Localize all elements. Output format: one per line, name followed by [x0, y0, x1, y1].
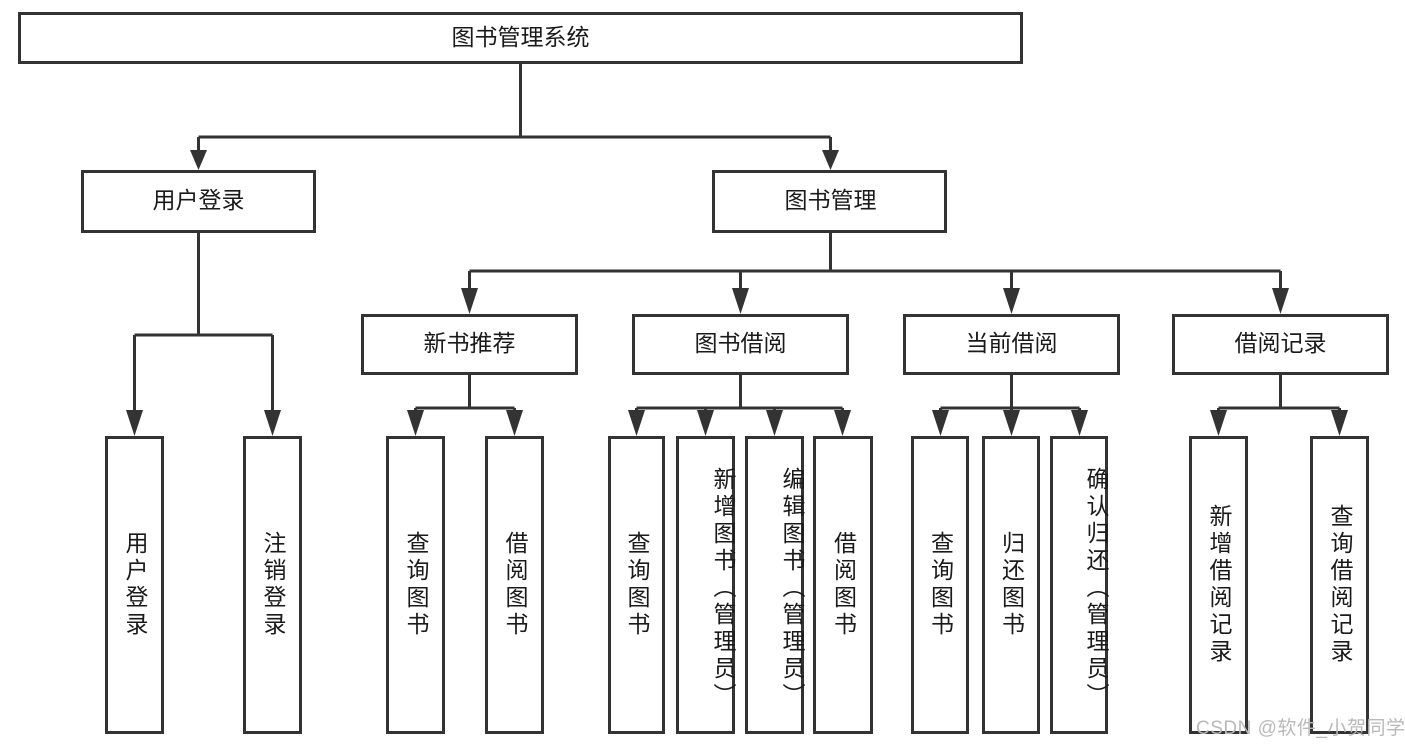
leaf-box-query-book-2[interactable] [608, 436, 665, 734]
edges-newbook-to-leaves [407, 375, 523, 436]
leaf-box-confirm-return[interactable] [1050, 436, 1108, 734]
node-new-book-recommend-box[interactable] [361, 314, 578, 375]
edges-root-to-level2 [190, 64, 839, 170]
arrow-to-user-login [190, 150, 207, 170]
node-borrow-record-box[interactable] [1172, 314, 1389, 375]
leaf-box-edit-book[interactable] [745, 436, 804, 734]
arrow-to-leaf-add-record [1210, 410, 1227, 436]
node-book-management-label: 图书管理 [785, 187, 877, 213]
node-borrow-record-label: 借阅记录 [1235, 330, 1327, 356]
arrow-to-leaf-borrow-book-1 [506, 410, 523, 436]
arrow-to-leaf-user-login [126, 410, 143, 436]
arrow-to-leaf-query-book-3 [932, 410, 949, 436]
leaf-box-query-book-1[interactable] [386, 436, 445, 734]
edges-record-to-leaves [1210, 375, 1348, 436]
node-user-login-label: 用户登录 [153, 187, 245, 213]
node-root-label: 图书管理系统 [452, 24, 590, 50]
leaf-box-borrow-book-1[interactable] [485, 436, 544, 734]
leaf-box-user-login[interactable] [105, 436, 164, 734]
arrow-to-current [1003, 288, 1020, 314]
edges-current-to-leaves [932, 375, 1088, 436]
arrow-to-borrow [732, 288, 749, 314]
edges-borrow-to-leaves [628, 375, 851, 436]
leaf-box-add-book[interactable] [676, 436, 735, 734]
leaf-box-borrow-book-2[interactable] [813, 436, 873, 734]
leaf-box-logout[interactable] [243, 436, 302, 734]
node-root-box[interactable] [18, 12, 1023, 64]
node-book-borrow-box[interactable] [632, 314, 849, 375]
node-new-book-recommend-label: 新书推荐 [424, 330, 516, 356]
node-book-management-box[interactable] [712, 170, 947, 233]
arrow-to-leaf-return-book [1003, 410, 1020, 436]
node-current-borrow-box[interactable] [903, 314, 1120, 375]
node-book-management[interactable]: 图书管理 [712, 170, 947, 233]
node-current-borrow-label: 当前借阅 [966, 330, 1058, 356]
arrow-to-leaf-confirm-return [1071, 410, 1088, 436]
arrow-to-newbook [461, 288, 478, 314]
leaf-box-query-record[interactable] [1310, 436, 1369, 734]
arrow-to-leaf-edit-book [766, 410, 783, 436]
node-book-borrow-label: 图书借阅 [695, 330, 787, 356]
arrow-to-leaf-logout [264, 410, 281, 436]
leaf-box-add-record[interactable] [1189, 436, 1248, 734]
node-book-borrow[interactable]: 图书借阅 [632, 314, 849, 375]
leaf-box-return-book[interactable] [982, 436, 1040, 734]
arrow-to-book-mgmt [822, 150, 839, 170]
leaf-box-query-book-3[interactable] [911, 436, 969, 734]
edges-userlogin-to-leaves [126, 233, 281, 436]
edges-bookmgmt-to-level3 [461, 233, 1289, 314]
arrow-to-leaf-add-book [697, 410, 714, 436]
arrow-to-leaf-borrow-book-2 [834, 410, 851, 436]
node-borrow-record[interactable]: 借阅记录 [1172, 314, 1389, 375]
csdn-watermark: CSDN @软件_小贺同学 [1196, 718, 1405, 739]
node-user-login[interactable]: 用户登录 [81, 170, 316, 233]
arrow-to-leaf-query-record [1331, 410, 1348, 436]
arrow-to-leaf-query-book-2 [628, 410, 645, 436]
node-new-book-recommend[interactable]: 新书推荐 [361, 314, 578, 375]
node-user-login-box[interactable] [81, 170, 316, 233]
leaf-boxes [105, 436, 1369, 734]
arrow-to-leaf-query-book-1 [407, 410, 424, 436]
node-root[interactable]: 图书管理系统 [18, 12, 1023, 64]
arrow-to-record [1272, 288, 1289, 314]
node-current-borrow[interactable]: 当前借阅 [903, 314, 1120, 375]
